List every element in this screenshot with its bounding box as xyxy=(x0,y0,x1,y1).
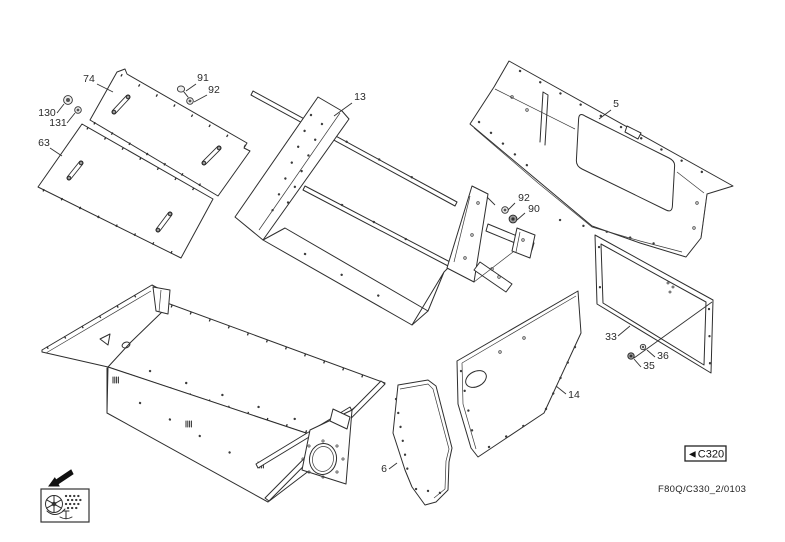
fastener-90 xyxy=(508,214,518,224)
nav-ref-label[interactable]: ◄C320 xyxy=(687,449,724,461)
part-label-33[interactable]: 33 xyxy=(605,331,617,343)
part-label-36[interactable]: 36 xyxy=(657,350,669,362)
bearing-hole xyxy=(308,443,338,475)
callouts: 74 91 92 130 131 63 13 5 92 90 33 36 35 … xyxy=(38,72,669,475)
bracket-channel xyxy=(473,261,513,293)
panel-74 xyxy=(89,68,251,197)
housing-end-opening xyxy=(329,408,351,430)
chopper-housing xyxy=(41,284,386,503)
handle-slot xyxy=(201,145,222,166)
panel-14 xyxy=(456,290,582,458)
part-label-5[interactable]: 5 xyxy=(613,98,619,110)
part-label-35[interactable]: 35 xyxy=(643,360,655,372)
rivet-row xyxy=(414,487,443,495)
bracket-plate xyxy=(511,227,536,259)
handle-slot xyxy=(111,94,131,115)
rivet-row xyxy=(394,397,411,481)
panel-5 xyxy=(469,60,734,258)
panel-63 xyxy=(37,123,214,259)
vent-slots xyxy=(112,376,119,384)
panel-5-window-cutout xyxy=(575,114,676,212)
part-label-91[interactable]: 91 xyxy=(197,72,209,84)
rivet-row xyxy=(558,218,674,250)
drawing-code: F80Q/C330_2/0103 xyxy=(658,484,746,495)
part-label-6[interactable]: 6 xyxy=(381,463,387,475)
back-arrow-icon: ◄ xyxy=(687,449,698,461)
rivet-row xyxy=(707,307,712,367)
housing-wing xyxy=(41,284,168,368)
rivet-row xyxy=(303,252,381,298)
nav-ref-box[interactable] xyxy=(684,445,727,462)
wing-hole xyxy=(121,341,131,349)
rivet-row xyxy=(518,69,722,184)
frame-33 xyxy=(594,234,714,374)
fastener-92-mid xyxy=(501,206,509,214)
fastener-91 xyxy=(176,85,189,98)
panel-14-oval-hole xyxy=(465,370,487,388)
edge-ticks xyxy=(151,297,382,385)
part-label-14[interactable]: 14 xyxy=(568,389,580,401)
panel-5-tab xyxy=(624,125,642,140)
leader-line-35-36 xyxy=(633,301,713,359)
wing-hole xyxy=(99,333,111,346)
part-label-92-mid[interactable]: 92 xyxy=(518,192,530,204)
frame-13-end-plank xyxy=(234,96,350,241)
part-label-90[interactable]: 90 xyxy=(528,203,540,215)
part-label-92[interactable]: 92 xyxy=(208,84,220,96)
panel-5-stiffener xyxy=(539,91,549,146)
straw-chopper-icon xyxy=(45,494,86,520)
legend-box xyxy=(40,488,90,523)
fastener-130 xyxy=(63,95,73,105)
part-label-130[interactable]: 130 xyxy=(38,107,56,119)
nav-ref[interactable]: ◄C320 xyxy=(684,445,727,462)
fastener-35 xyxy=(627,352,635,360)
wing-bracket xyxy=(152,286,171,315)
rivet-row xyxy=(544,345,577,411)
panel-6 xyxy=(392,379,453,506)
part-label-74[interactable]: 74 xyxy=(83,73,95,85)
part-label-13[interactable]: 13 xyxy=(354,91,366,103)
part-label-131[interactable]: 131 xyxy=(49,117,67,129)
arrow-down-left-icon xyxy=(48,469,74,487)
fastener-131 xyxy=(74,106,82,114)
fastener-92-top xyxy=(186,97,194,105)
legend xyxy=(40,469,90,523)
rivet-row xyxy=(282,122,324,214)
fastener-36 xyxy=(639,343,647,351)
handle-slot xyxy=(155,211,173,233)
handle-slot xyxy=(66,160,84,181)
frame-13 xyxy=(234,90,536,326)
vent-slots xyxy=(185,420,192,428)
part-label-63[interactable]: 63 xyxy=(38,137,50,149)
